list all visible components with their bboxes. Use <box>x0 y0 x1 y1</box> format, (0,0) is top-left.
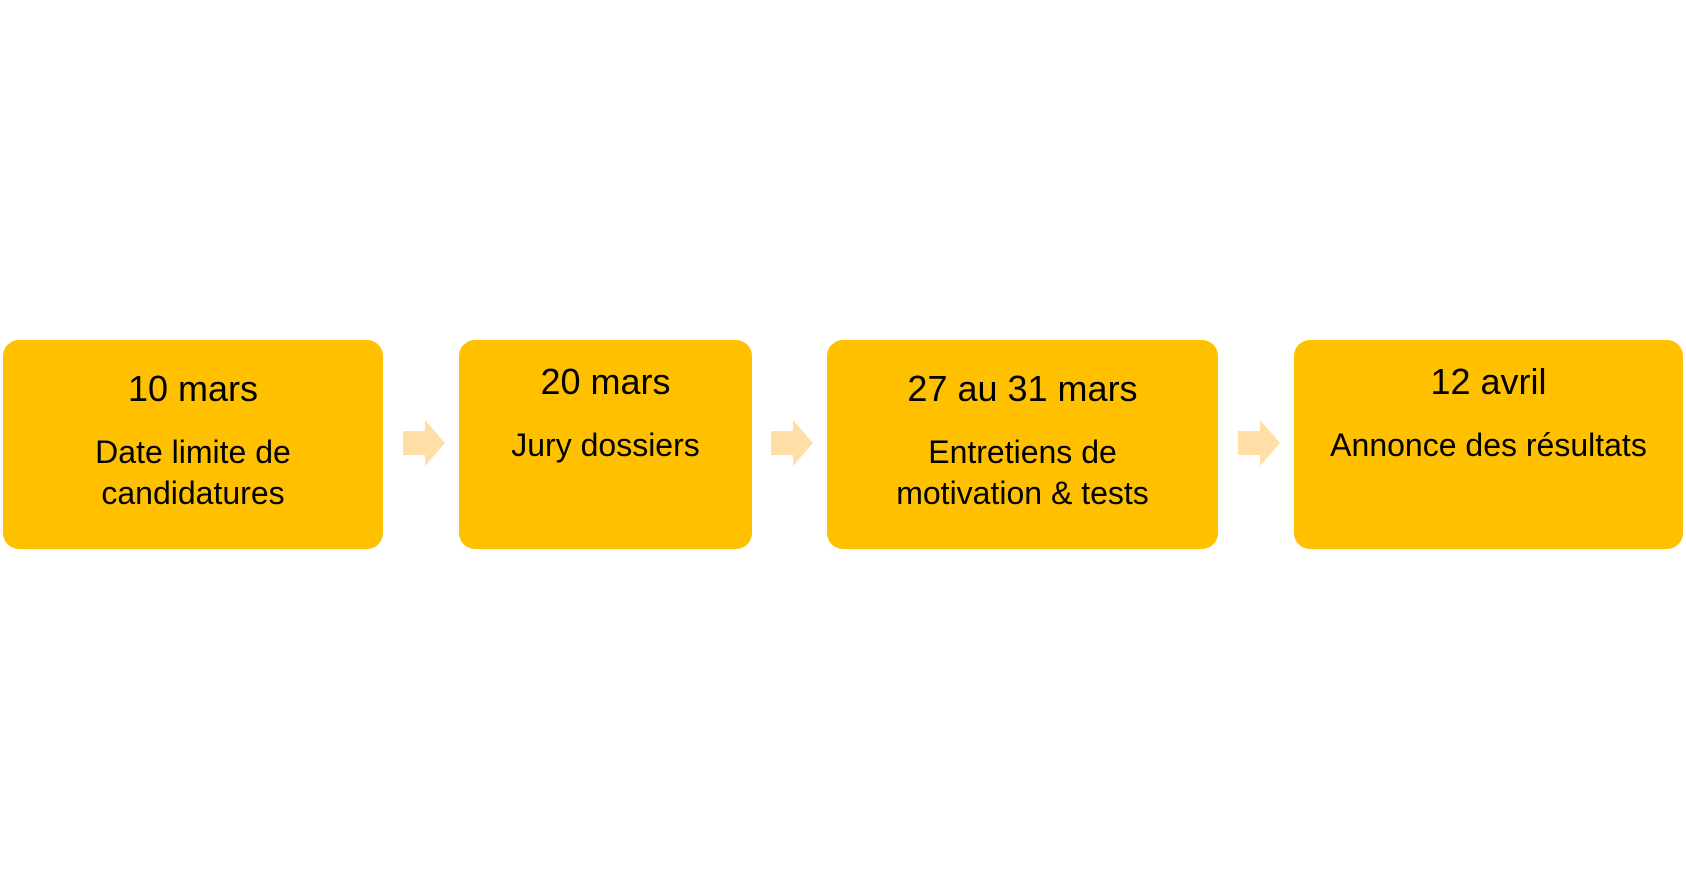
step-label: Annonce des résultats <box>1294 425 1683 466</box>
right-arrow-icon <box>771 420 813 466</box>
step-date: 10 mars <box>127 368 259 409</box>
step-label-line: Date limite de <box>95 434 291 470</box>
step-label: Entretiens de motivation & tests <box>827 432 1218 514</box>
step-label-line: Jury dossiers <box>511 427 700 463</box>
right-arrow-icon <box>403 420 445 466</box>
step-label: Date limite de candidatures <box>3 432 383 514</box>
step-label-line: candidatures <box>101 475 285 511</box>
step-box-interviews: 27 au 31 mars Entretiens de motivation &… <box>827 340 1218 549</box>
step-box-jury: 20 mars Jury dossiers <box>459 340 752 549</box>
step-label-line: Entretiens de <box>928 434 1117 470</box>
right-arrow-icon <box>1238 420 1280 466</box>
step-date: 12 avril <box>1430 361 1547 402</box>
step-box-results: 12 avril Annonce des résultats <box>1294 340 1683 549</box>
step-label-line: motivation & tests <box>896 475 1149 511</box>
step-date: 20 mars <box>540 361 671 402</box>
step-date: 27 au 31 mars <box>907 368 1138 409</box>
step-label-line: Annonce des résultats <box>1330 427 1647 463</box>
step-label: Jury dossiers <box>459 425 752 466</box>
step-box-application-deadline: 10 mars Date limite de candidatures <box>3 340 383 549</box>
